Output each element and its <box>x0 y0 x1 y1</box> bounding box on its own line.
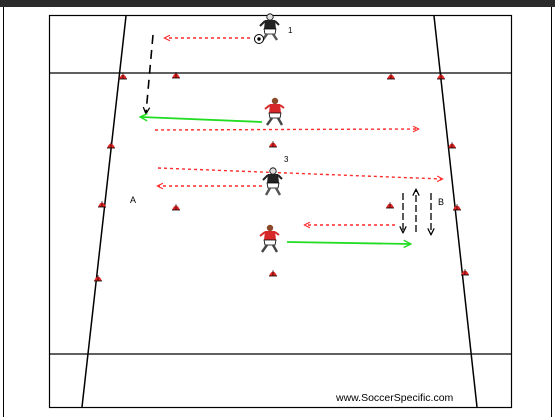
cone-icon <box>448 142 456 149</box>
ball-icon <box>254 34 264 44</box>
field-border <box>48 14 513 409</box>
zone-label-a: A <box>130 195 136 205</box>
right-sideline <box>433 15 478 408</box>
left-sideline <box>81 15 127 408</box>
player-number-3: 3 <box>284 155 289 164</box>
player-number-1: 1 <box>288 26 293 35</box>
cone-icon <box>461 269 469 276</box>
cone-icon <box>119 73 127 80</box>
cone-icon <box>269 141 277 148</box>
right-border <box>551 7 552 417</box>
dribble-arrow <box>286 242 410 244</box>
cone-icon <box>107 142 115 149</box>
pass-arrow <box>154 129 418 130</box>
player-dark-icon <box>262 167 283 196</box>
cone-icon <box>453 204 461 211</box>
left-border <box>3 7 4 417</box>
pass-arrow <box>157 167 442 179</box>
cone-icon <box>386 202 394 209</box>
run-arrow <box>146 34 154 113</box>
player-red-icon <box>259 224 280 253</box>
cone-icon <box>269 270 277 277</box>
player-red-icon <box>264 97 285 126</box>
cone-icon <box>387 73 395 80</box>
cone-icon <box>172 204 180 211</box>
cone-icon <box>98 201 106 208</box>
cone-icon <box>437 73 445 80</box>
website-credit: www.SoccerSpecific.com <box>335 392 454 404</box>
zone-label-b: B <box>438 197 444 207</box>
cone-icon <box>172 72 180 79</box>
window-top-bar <box>0 0 555 7</box>
dribble-arrow <box>141 117 263 123</box>
cone-icon <box>94 275 102 282</box>
